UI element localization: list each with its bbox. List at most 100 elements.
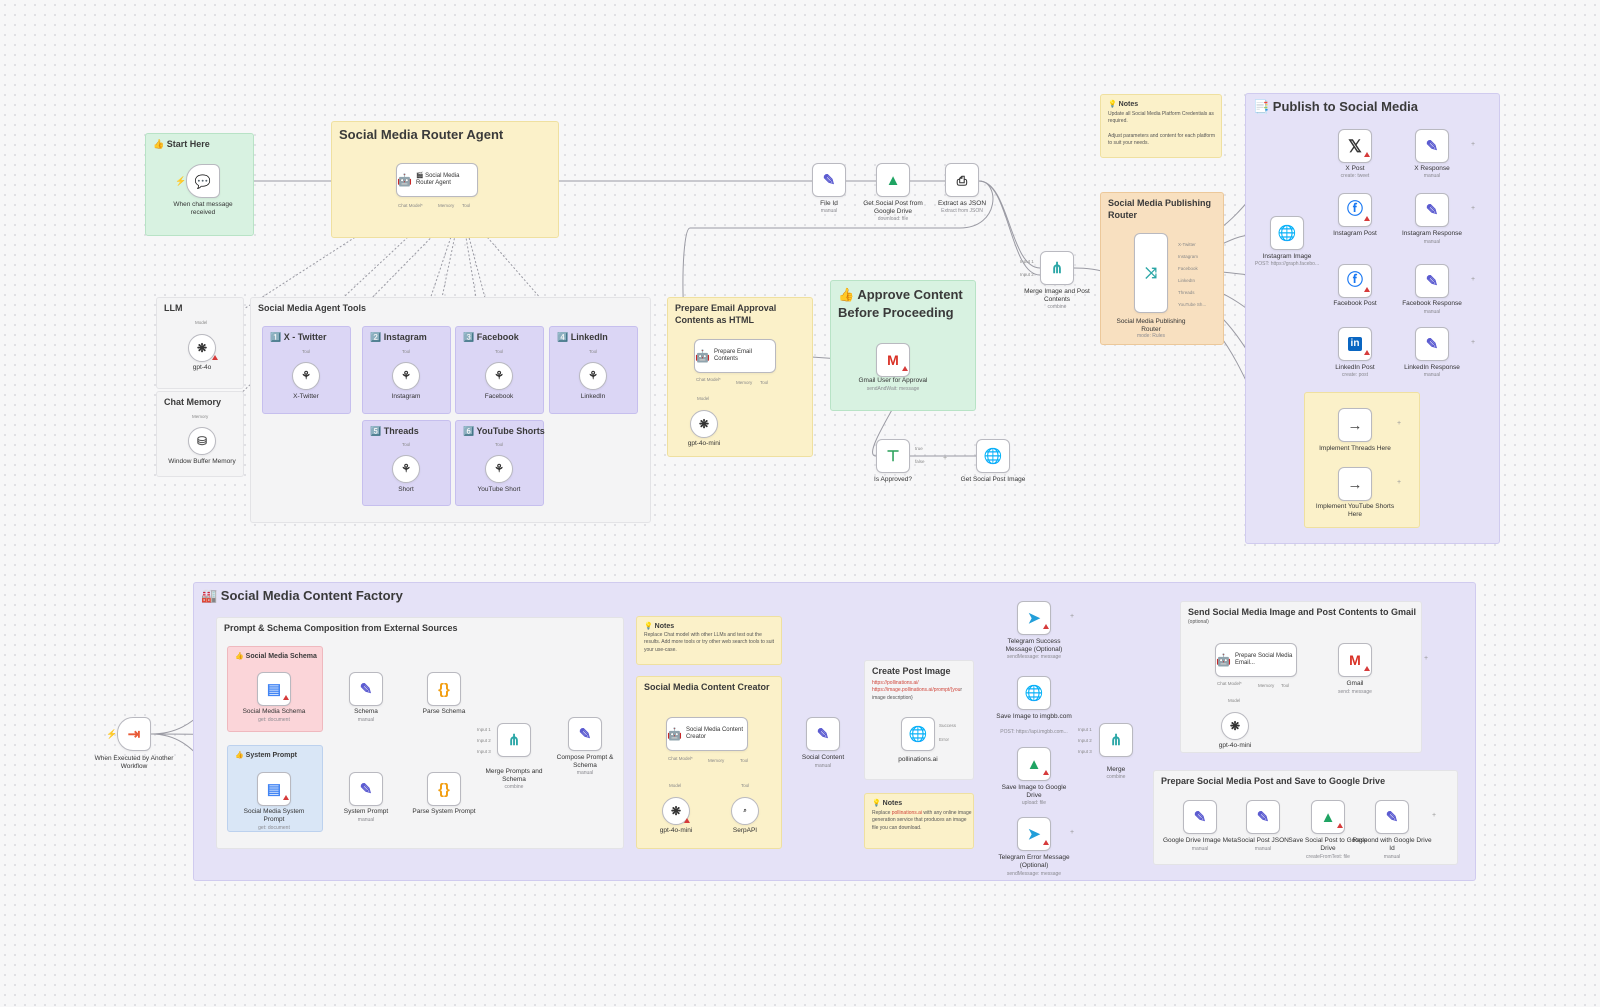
facebook-tool-node[interactable]: ⚘ [485,362,513,390]
sticky-instagram[interactable]: 2️⃣ Instagram [362,326,451,414]
file-id-node[interactable]: ✎ [812,163,846,197]
parse-schema-node[interactable]: {} [427,672,461,706]
node-label: Facebook Response [1402,300,1462,307]
sticky-title: Send Social Media Image and Post Content… [1188,607,1417,617]
merge-image-post-node[interactable]: ⋔ [1040,251,1074,285]
warning-icon [283,795,289,800]
implement-threads-node[interactable]: → [1338,408,1372,442]
save-image-drive-node[interactable]: ▲ [1017,747,1051,781]
port-label: Success [939,723,957,728]
node-label: gpt-4o [192,364,212,371]
sticky-content-creator[interactable]: Social Media Content Creator [636,676,782,849]
save-post-drive-node[interactable]: ▲ [1311,800,1345,834]
prepare-gmail-node[interactable]: 🤖Prepare Social Media Email... [1215,643,1297,677]
linkedin-response-node[interactable]: ✎ [1415,327,1449,361]
pollinations-node[interactable]: 🌐 [901,717,935,751]
port-label: Tool [589,349,598,354]
respond-drive-id-node[interactable]: ✎ [1375,800,1409,834]
sticky-title: 2️⃣ Instagram [370,332,427,342]
add-node-plus-icon[interactable]: + [1397,420,1402,427]
warning-icon [1043,770,1049,775]
link-text[interactable]: https://image.pollinations.ai/prompt/{yo… [872,687,961,694]
chat-trigger-node[interactable]: 💬 [186,164,220,198]
x-post-node[interactable]: 𝕏 [1338,129,1372,163]
instagram-tool-node[interactable]: ⚘ [392,362,420,390]
publishing-router-node[interactable]: ⤨ [1134,233,1168,313]
short-tool-node[interactable]: ⚘ [392,455,420,483]
sticky-note-body: Replace pollinations.ai with any online … [872,810,972,832]
add-node-plus-icon[interactable]: + [1471,141,1476,148]
telegram-error-node[interactable]: ➤ [1017,817,1051,851]
add-node-plus-icon[interactable]: + [1070,613,1075,620]
facebook-post-node[interactable]: ⓕ [1338,264,1372,298]
linkedin-tool-node[interactable]: ⚘ [579,362,607,390]
merge-prompts-node[interactable]: ⋔ [497,723,531,757]
sticky-notes-top[interactable]: 💡 Notes Update all Social Media Platform… [1100,94,1222,158]
serpapi-tool-node[interactable]: ⌕ [731,797,759,825]
node-label: LinkedIn Post [1335,364,1375,371]
instagram-response-node[interactable]: ✎ [1415,193,1449,227]
telegram-success-node[interactable]: ➤ [1017,601,1051,635]
node-label: Social Content [801,754,845,761]
workflow-tool-icon: ⚘ [588,369,598,382]
note-text: Replace [872,810,892,816]
implement-youtube-node[interactable]: → [1338,467,1372,501]
gpt4o-model-node[interactable]: ❋ [188,334,216,362]
node-subtitle: manual [820,208,838,214]
instagram-post-node[interactable]: ⓕ [1338,193,1372,227]
schema-set-node[interactable]: ✎ [349,672,383,706]
gmail-approval-node[interactable]: M [876,343,910,377]
sticky-notes-bottom[interactable]: 💡 Notes Replace pollinations.ai with any… [864,793,974,849]
link-text[interactable]: pollinations.ai [891,810,923,816]
prepare-email-node[interactable]: 🤖Prepare Email Contents [694,339,776,373]
content-creator-node[interactable]: 🤖Social Media Content Creator [666,717,748,751]
schema-doc-node[interactable]: ▤ [257,672,291,706]
gpt4o-mini-model-node[interactable]: ❋ [690,410,718,438]
linkedin-post-node[interactable]: in [1338,327,1372,361]
add-node-plus-icon[interactable]: + [1471,339,1476,346]
add-node-plus-icon[interactable]: + [1070,829,1075,836]
add-node-plus-icon[interactable]: + [943,455,948,462]
window-memory-node[interactable]: ⛁ [188,427,216,455]
add-node-plus-icon[interactable]: + [1471,205,1476,212]
youtube-short-tool-node[interactable]: ⚘ [485,455,513,483]
compose-prompt-node[interactable]: ✎ [568,717,602,751]
instagram-image-node[interactable]: 🌐 [1270,216,1304,250]
social-content-node[interactable]: ✎ [806,717,840,751]
gmail-send-node[interactable]: M [1338,643,1372,677]
add-node-plus-icon[interactable]: + [1471,276,1476,283]
globe-http-icon: 🌐 [1024,684,1044,702]
is-approved-node[interactable]: ⊤ [876,439,910,473]
drive-image-meta-node[interactable]: ✎ [1183,800,1217,834]
sticky-prepare-email[interactable]: Prepare Email Approval Contents as HTML [667,297,813,457]
node-label: Instagram Response [1402,230,1462,237]
sticky-notes-mid[interactable]: 💡 Notes Replace Chat model with other LL… [636,616,782,665]
sticky-send-gmail[interactable]: Send Social Media Image and Post Content… [1180,601,1422,753]
get-social-image-node[interactable]: 🌐 [976,439,1010,473]
system-doc-node[interactable]: ▤ [257,772,291,806]
add-node-plus-icon[interactable]: + [1397,479,1402,486]
x-twitter-tool-node[interactable]: ⚘ [292,362,320,390]
imgbb-node[interactable]: 🌐 [1017,676,1051,710]
x-response-node[interactable]: ✎ [1415,129,1449,163]
gpt4o-mini-model-node[interactable]: ❋ [1221,712,1249,740]
add-node-plus-icon[interactable]: + [1432,812,1437,819]
add-node-plus-icon[interactable]: + [1424,655,1429,662]
link-text[interactable]: https://pollinations.ai/ [872,680,919,686]
facebook-response-node[interactable]: ✎ [1415,264,1449,298]
extract-json-node[interactable]: ⎙ [945,163,979,197]
node-subtitle: POST: https://graph.facebo... [1254,261,1320,267]
exec-trigger-node[interactable]: ⇥ [117,717,151,751]
port-label: Input 2 [477,738,491,743]
social-post-json-node[interactable]: ✎ [1246,800,1280,834]
parse-system-node[interactable]: {} [427,772,461,806]
get-drive-node[interactable]: ▲ [876,163,910,197]
node-label: Short [398,486,414,493]
sticky-note-body: Update all Social Media Platform Credent… [1108,111,1216,146]
system-prompt-node[interactable]: ✎ [349,772,383,806]
google-docs-icon: ▤ [266,680,282,698]
node-subtitle: manual [1423,239,1441,245]
router-agent-node[interactable]: 🤖🎬 Social Media Router Agent [396,163,478,197]
merge-node[interactable]: ⋔ [1099,723,1133,757]
sticky-title: 💡 Notes [644,623,675,630]
